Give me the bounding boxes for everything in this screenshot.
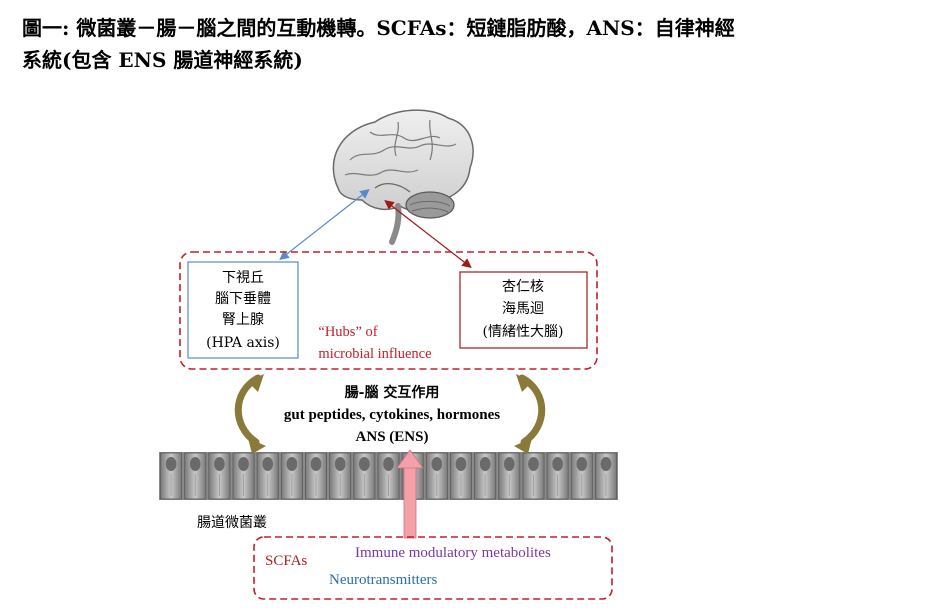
pink-upward-arrow [396,449,424,539]
cell-nucleus [600,457,612,471]
cell-nucleus [334,457,346,471]
hpa-line-3: 腎上腺 [222,312,264,328]
limbic-box [459,271,588,349]
limbic-line-2: 海馬迴 [502,301,544,317]
interaction-line-2: gut peptides, cytokines, hormones [284,407,500,423]
hubs-line-1: “Hubs” of [318,324,377,340]
cell-nucleus [214,457,225,471]
cell-nucleus [165,457,177,471]
cell-nucleus [576,457,588,471]
caption-line-1: 圖一: 微菌叢－腸－腦之間的互動機轉。SCFAs：短鏈脂肪酸，ANS：自律神經 [22,16,735,40]
cell-nucleus [383,457,394,471]
interaction-title: 腸-腦 交互作用 [345,384,440,401]
metabolites-container [253,536,613,600]
left-curved-arrowhead-top [248,374,264,392]
hpa-line-2: 腦下垂體 [215,291,271,307]
hpa-line-1: 下視丘 [222,270,264,286]
figure-caption: 圖一: 微菌叢－腸－腦之間的互動機轉。SCFAs：短鏈脂肪酸，ANS：自律神經 … [22,12,922,76]
hubs-container [179,251,598,370]
cell-nucleus [552,457,563,471]
right-curved-arrowhead-bottom [514,438,532,454]
cell-nucleus [503,457,515,471]
left-curved-arrowhead-bottom [248,438,266,454]
hpa-box [187,261,299,359]
immune-metabolites-label: Immune modulatory metabolites [355,545,551,561]
cell-nucleus [431,457,443,471]
cell-nucleus [310,457,322,471]
blue-connection-arrow [279,189,370,260]
gut-epithelium [159,452,618,500]
hubs-line-2: microbial influence [318,346,431,362]
cell-nucleus [238,457,249,471]
cell-nucleus [262,457,274,471]
brain-icon [332,109,474,245]
cell-nucleus [359,457,370,471]
interaction-line-3: ANS (ENS) [356,429,429,445]
cell-nucleus [528,457,539,471]
limbic-line-1: 杏仁核 [502,279,544,295]
neurotransmitters-label: Neurotransmitters [329,572,437,588]
caption-line-2: 系統(包含 ENS 腸道神經系統) [22,48,303,72]
hpa-line-4: (HPA axis) [206,335,280,351]
scfas-label: SCFAs [265,553,307,569]
red-connection-arrow [384,200,472,268]
right-curved-arrowhead-top [516,374,532,392]
cell-nucleus [479,457,491,471]
cell-nucleus [455,457,467,471]
gut-microbiota-label: 腸道微菌叢 [197,515,267,531]
cell-nucleus [286,457,298,471]
limbic-line-3: (情緒性大腦) [483,324,564,340]
cell-nucleus [189,457,201,471]
